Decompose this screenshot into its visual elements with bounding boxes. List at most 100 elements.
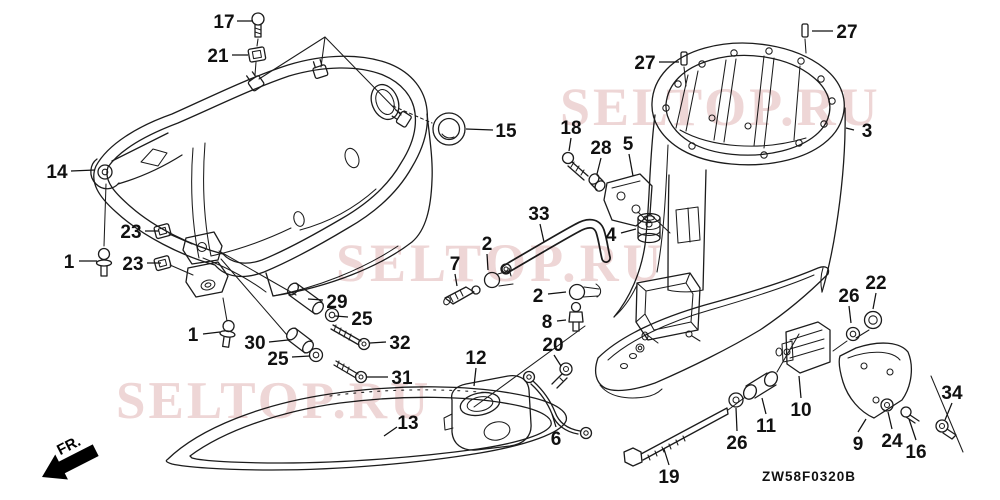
callout-label: 1 [64,252,75,273]
callout-label: 23 [122,254,143,275]
callout-25: 25 [267,349,311,370]
callout-leader [307,298,324,301]
callout-label: 18 [560,118,581,139]
callout-21: 21 [207,46,248,67]
callout-label: 26 [838,286,859,307]
callout-16: 16 [905,418,927,463]
callout-22: 22 [865,273,887,310]
callout-2: 2 [533,286,567,307]
callout-label: 6 [551,429,562,450]
callout-label: 11 [756,416,777,437]
callout-20: 20 [542,335,564,367]
callout-label: 22 [865,273,886,294]
callout-leader [872,292,877,310]
hardware-drawing [95,12,957,467]
callout-label: 12 [465,348,486,369]
callout-leader [473,367,477,387]
part-code: ZW58F0320B [762,469,856,484]
callout-9: 9 [853,418,867,455]
callout-leader [596,157,602,175]
callout-label: 28 [590,138,611,159]
callout-label: 33 [528,204,549,225]
callout-label: 20 [542,335,563,356]
callout-3: 3 [845,121,872,142]
callout-label: 32 [389,333,410,354]
callout-label: 2 [482,234,493,255]
watermark-text: SELTOP.RU [336,233,666,293]
callout-label: 14 [46,162,68,183]
line-art-layer [90,12,964,471]
callout-label: 24 [881,431,903,452]
callout-label: 4 [606,225,617,246]
callout-label: 2 [533,286,544,307]
watermark-text: SELTOP.RU [116,372,431,430]
callout-leader [568,137,572,152]
callout-30: 30 [244,333,289,354]
callout-label: 27 [634,53,655,74]
callout-label: 29 [326,292,347,313]
callout-label: 5 [623,134,634,155]
callout-leader [887,411,893,430]
callout-leader [735,407,738,432]
callout-leader [547,291,567,295]
watermark-text: SELTOP.RU [560,77,881,137]
callout-leader [848,305,852,324]
callout-10: 10 [790,375,812,421]
callout-5: 5 [623,134,634,177]
callout-label: 25 [267,349,289,370]
callout-34: 34 [941,383,963,421]
callout-31: 31 [367,368,413,389]
callout-label: 16 [905,442,926,463]
callout-14: 14 [46,162,96,183]
callout-19: 19 [658,448,680,488]
callout-27: 27 [812,22,858,43]
callout-leader [620,228,637,234]
callout-25: 25 [334,309,373,330]
callout-28: 28 [590,138,612,175]
callout-label: 19 [658,467,679,488]
callout-leader [268,339,289,343]
callout-2: 2 [482,234,493,271]
callout-32: 32 [369,333,411,354]
callout-leader [486,253,489,271]
callout-leader [944,402,953,421]
callout-label: 21 [207,46,229,67]
callout-label: 34 [941,383,963,404]
callout-leader [556,319,567,322]
callout-23: 23 [122,254,161,275]
callout-7: 7 [450,254,461,287]
callout-8: 8 [542,312,567,333]
callout-label: 9 [853,434,864,455]
extension-case-drawing [473,23,964,453]
callout-label: 15 [495,121,517,142]
callout-27: 27 [634,53,679,74]
callout-leader [908,418,917,441]
callout-leader [70,169,96,172]
callout-label: 23 [120,222,141,243]
callout-label: 1 [188,325,199,346]
watermark-layer: SELTOP.RU SELTOP.RU SELTOP.RU [116,77,881,430]
callout-23: 23 [120,222,159,243]
callout-leader [454,273,458,287]
callout-leader [845,127,855,131]
callout-leader [553,354,562,367]
callout-label: 7 [450,254,461,275]
callout-leader [202,331,221,335]
callout-26: 26 [838,286,860,324]
callout-18: 18 [560,118,582,152]
callout-label: 31 [391,368,413,389]
callout-29: 29 [307,292,348,313]
callout-leader [663,448,670,466]
callout-24: 24 [881,411,903,452]
seal-drawing [165,386,568,471]
callout-label: 8 [542,312,553,333]
callout-12: 12 [465,348,487,387]
callout-26: 26 [726,407,748,454]
callout-leader [628,153,634,177]
callout-leader [857,418,867,433]
callout-label: 27 [836,22,857,43]
callout-13: 13 [383,413,419,437]
